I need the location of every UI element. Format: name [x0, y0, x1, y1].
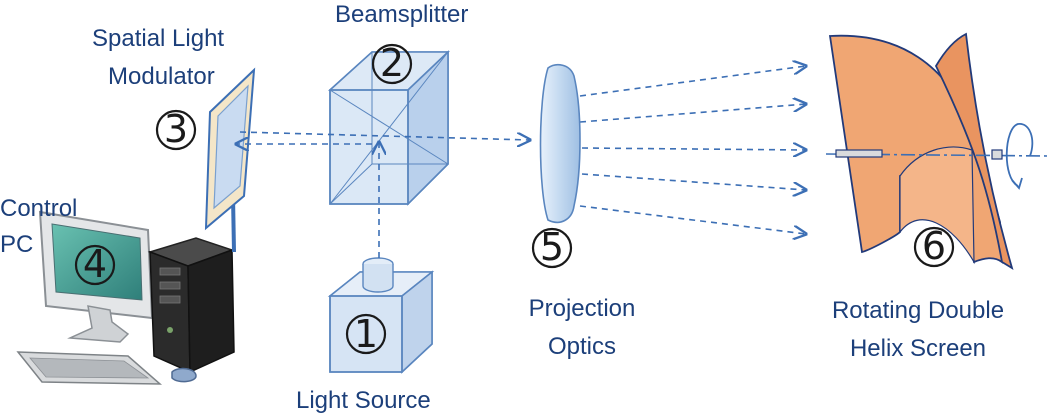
slm-label-line1: Spatial Light — [92, 25, 224, 52]
light-source-device — [327, 257, 435, 374]
svg-text:6: 6 — [922, 224, 946, 268]
svg-text:5: 5 — [540, 225, 564, 269]
projection-optics-label-line1: Projection — [529, 295, 636, 322]
control-pc-label-line2: PC — [0, 231, 33, 258]
rotation-arrow-icon — [1005, 123, 1034, 190]
svg-text:1: 1 — [354, 312, 378, 356]
mouse — [171, 367, 197, 383]
control-pc-label-line1: Control — [0, 195, 77, 222]
keyboard — [16, 351, 163, 385]
spatial-light-modulator — [204, 67, 256, 231]
svg-text:3: 3 — [164, 107, 188, 151]
screen-label-line2: Helix Screen — [850, 335, 986, 362]
beam-paths — [236, 66, 806, 258]
screen-label-line1: Rotating Double — [832, 297, 1004, 324]
beamsplitter-label: Beamsplitter — [335, 1, 468, 28]
number-marker-3: 3 — [155, 107, 197, 151]
control-pc — [16, 195, 236, 385]
beamsplitter-cube — [327, 50, 451, 206]
number-marker-1: 1 — [345, 312, 387, 356]
projection-optics-label-line2: Optics — [548, 333, 616, 360]
double-helix-screen — [825, 32, 1049, 270]
number-marker-5: 5 — [531, 225, 573, 269]
slm-label-line2: Modulator — [108, 63, 215, 90]
number-marker-6: 6 — [913, 224, 955, 268]
svg-text:4: 4 — [83, 242, 107, 286]
number-marker-4: 4 — [74, 242, 116, 286]
svg-text:2: 2 — [380, 41, 404, 85]
light-source-label: Light Source — [296, 387, 431, 414]
monitor — [38, 210, 154, 343]
number-marker-2: 2 — [371, 41, 413, 85]
pc-tower — [147, 237, 235, 374]
projection-lens — [539, 63, 581, 224]
